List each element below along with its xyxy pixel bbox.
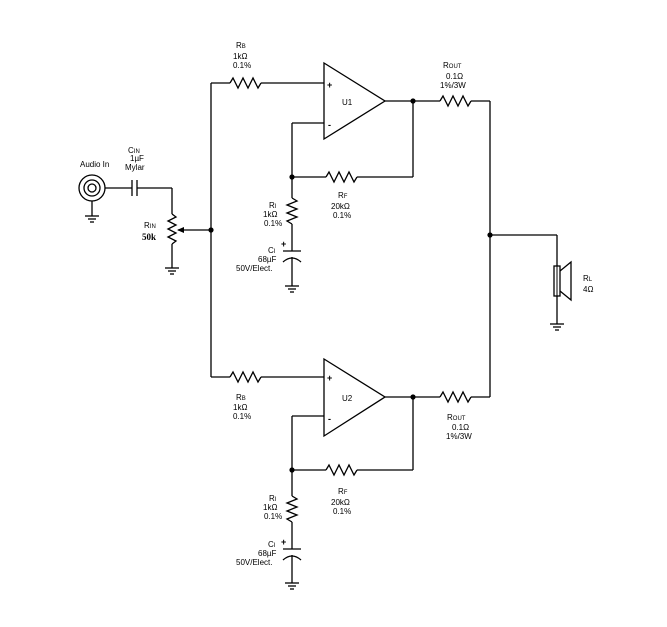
u2-rout-resistor bbox=[439, 390, 472, 404]
u2-ri-tol: 0.1% bbox=[264, 512, 282, 521]
u2-ci-value: 68µF bbox=[258, 549, 277, 558]
u1-rb-resistor bbox=[229, 76, 262, 90]
u1-ci-capacitor: + bbox=[281, 239, 302, 263]
u1-rf-value: 20kΩ bbox=[331, 202, 350, 211]
cin-label: CIN bbox=[128, 146, 140, 155]
wiper-arrow-icon bbox=[177, 227, 184, 233]
u2-rf-value: 20kΩ bbox=[331, 498, 350, 507]
audio-in-jack bbox=[78, 174, 106, 223]
u1-rb-label: RB bbox=[236, 41, 246, 50]
u2-rb-resistor bbox=[229, 370, 262, 384]
u1-ri-label: RI bbox=[269, 201, 277, 210]
audio-in-label: Audio In bbox=[80, 160, 109, 169]
u1-rb-tol: 0.1% bbox=[233, 61, 251, 70]
u2-ci-rating: 50V/Elect. bbox=[236, 558, 272, 567]
u2-rb-label: RB bbox=[236, 393, 246, 402]
u2-rf-label: RF bbox=[338, 487, 348, 496]
u2-rout-label: ROUT bbox=[447, 413, 466, 422]
u2-rb-value: 1kΩ bbox=[233, 403, 247, 412]
u1-plus-sign: + bbox=[327, 80, 332, 90]
u2-ri-label: RI bbox=[269, 494, 277, 503]
u2-ci-label: CI bbox=[268, 540, 276, 549]
u1-ri-value: 1kΩ bbox=[263, 210, 277, 219]
cin-type: Mylar bbox=[125, 163, 145, 172]
u2-rf-resistor bbox=[325, 463, 358, 477]
u1-opamp bbox=[323, 61, 387, 141]
ground-symbol bbox=[285, 582, 299, 590]
u1-rout-label: ROUT bbox=[443, 61, 462, 70]
ci-plus-sign: + bbox=[281, 239, 286, 249]
u1-rout-value: 0.1Ω bbox=[446, 72, 463, 81]
speaker-icon bbox=[553, 260, 572, 302]
u1-label: U1 bbox=[342, 98, 353, 107]
ground-symbol bbox=[550, 323, 564, 331]
rl-value: 4Ω bbox=[583, 285, 593, 294]
u1-rout-rating: 1%/3W bbox=[440, 81, 466, 90]
u1-ci-rating: 50V/Elect. bbox=[236, 264, 272, 273]
rl-label: RL bbox=[583, 274, 593, 283]
rin-label: RIN bbox=[144, 221, 156, 230]
u2-rout-rating: 1%/3W bbox=[446, 432, 472, 441]
ci-plus-sign: + bbox=[281, 537, 286, 547]
u1-ri-resistor bbox=[285, 197, 299, 225]
u1-rout-resistor bbox=[439, 94, 472, 108]
u2-ri-value: 1kΩ bbox=[263, 503, 277, 512]
u2-ci-capacitor: + bbox=[281, 537, 302, 561]
u1-rb-value: 1kΩ bbox=[233, 52, 247, 61]
u2-rb-tol: 0.1% bbox=[233, 412, 251, 421]
u2-rf-tol: 0.1% bbox=[333, 507, 351, 516]
u2-rout-value: 0.1Ω bbox=[452, 423, 469, 432]
u2-label: U2 bbox=[342, 394, 353, 403]
u1-ci-value: 68µF bbox=[258, 255, 277, 264]
cin-capacitor bbox=[131, 180, 138, 196]
ground-symbol bbox=[165, 267, 179, 275]
rin-value: 50k bbox=[142, 232, 156, 242]
u1-ci-label: CI bbox=[268, 246, 276, 255]
u2-ri-resistor bbox=[285, 495, 299, 523]
ground-symbol bbox=[285, 285, 299, 293]
u1-rf-tol: 0.1% bbox=[333, 211, 351, 220]
rin-potentiometer bbox=[166, 213, 178, 245]
u2-plus-sign: + bbox=[327, 373, 332, 383]
cin-value: 1µF bbox=[130, 154, 144, 163]
u2-minus-sign: - bbox=[328, 414, 331, 424]
u1-ri-tol: 0.1% bbox=[264, 219, 282, 228]
u1-minus-sign: - bbox=[328, 120, 331, 130]
u1-rf-resistor bbox=[325, 170, 358, 184]
u2-opamp bbox=[323, 357, 387, 438]
u1-rf-label: RF bbox=[338, 191, 348, 200]
